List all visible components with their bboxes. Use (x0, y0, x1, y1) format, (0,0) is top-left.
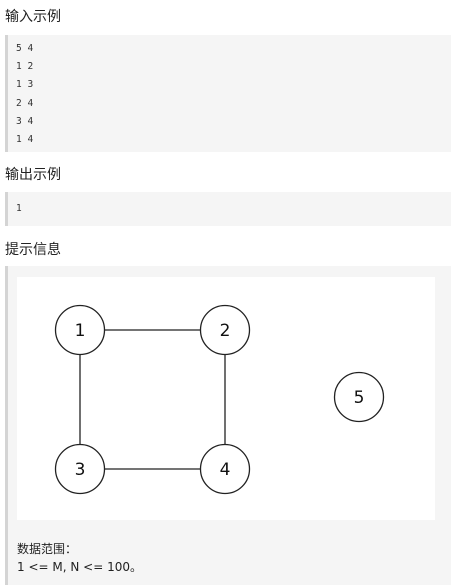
graph-node-label: 4 (220, 460, 231, 480)
input-line: 1 2 (16, 61, 34, 73)
input-line: 1 3 (16, 79, 34, 91)
input-example-block: 5 4 1 2 1 3 2 4 3 4 1 4 (5, 35, 451, 152)
data-range-title: 数据范围： (17, 542, 78, 556)
graph-node-label: 3 (75, 460, 86, 480)
output-example-block: 1 (5, 192, 451, 226)
input-example-heading: 输入示例 (5, 9, 61, 25)
input-line: 2 4 (16, 97, 34, 109)
graph-node-1: 1 (54, 304, 106, 356)
graph-svg: 1 2 3 4 5 (54, 304, 385, 495)
graph-node-label: 1 (75, 321, 86, 341)
graph-node-4: 4 (199, 443, 251, 495)
input-line: 5 4 (16, 43, 34, 54)
hint-heading: 提示信息 (5, 242, 61, 258)
data-range-value: 1 <= M, N <= 100。 (17, 560, 142, 574)
graph-node-5: 5 (333, 371, 385, 423)
input-example-code: 5 4 1 2 1 3 2 4 3 4 1 4 (8, 40, 451, 149)
graph-illustration: 1 2 3 4 5 (17, 277, 435, 520)
graph-node-label: 5 (354, 388, 365, 408)
output-line: 1 (16, 203, 22, 214)
graph-node-label: 2 (220, 321, 231, 341)
output-example-heading: 输出示例 (5, 167, 61, 183)
graph-node-3: 3 (54, 443, 106, 495)
output-example-code: 1 (8, 200, 451, 218)
input-line: 3 4 (16, 115, 34, 127)
graph-node-2: 2 (199, 304, 251, 356)
hint-block: 1 2 3 4 5 数据范围： 1 <= M, N <= 100。 (5, 266, 451, 585)
input-line: 1 4 (16, 134, 34, 146)
